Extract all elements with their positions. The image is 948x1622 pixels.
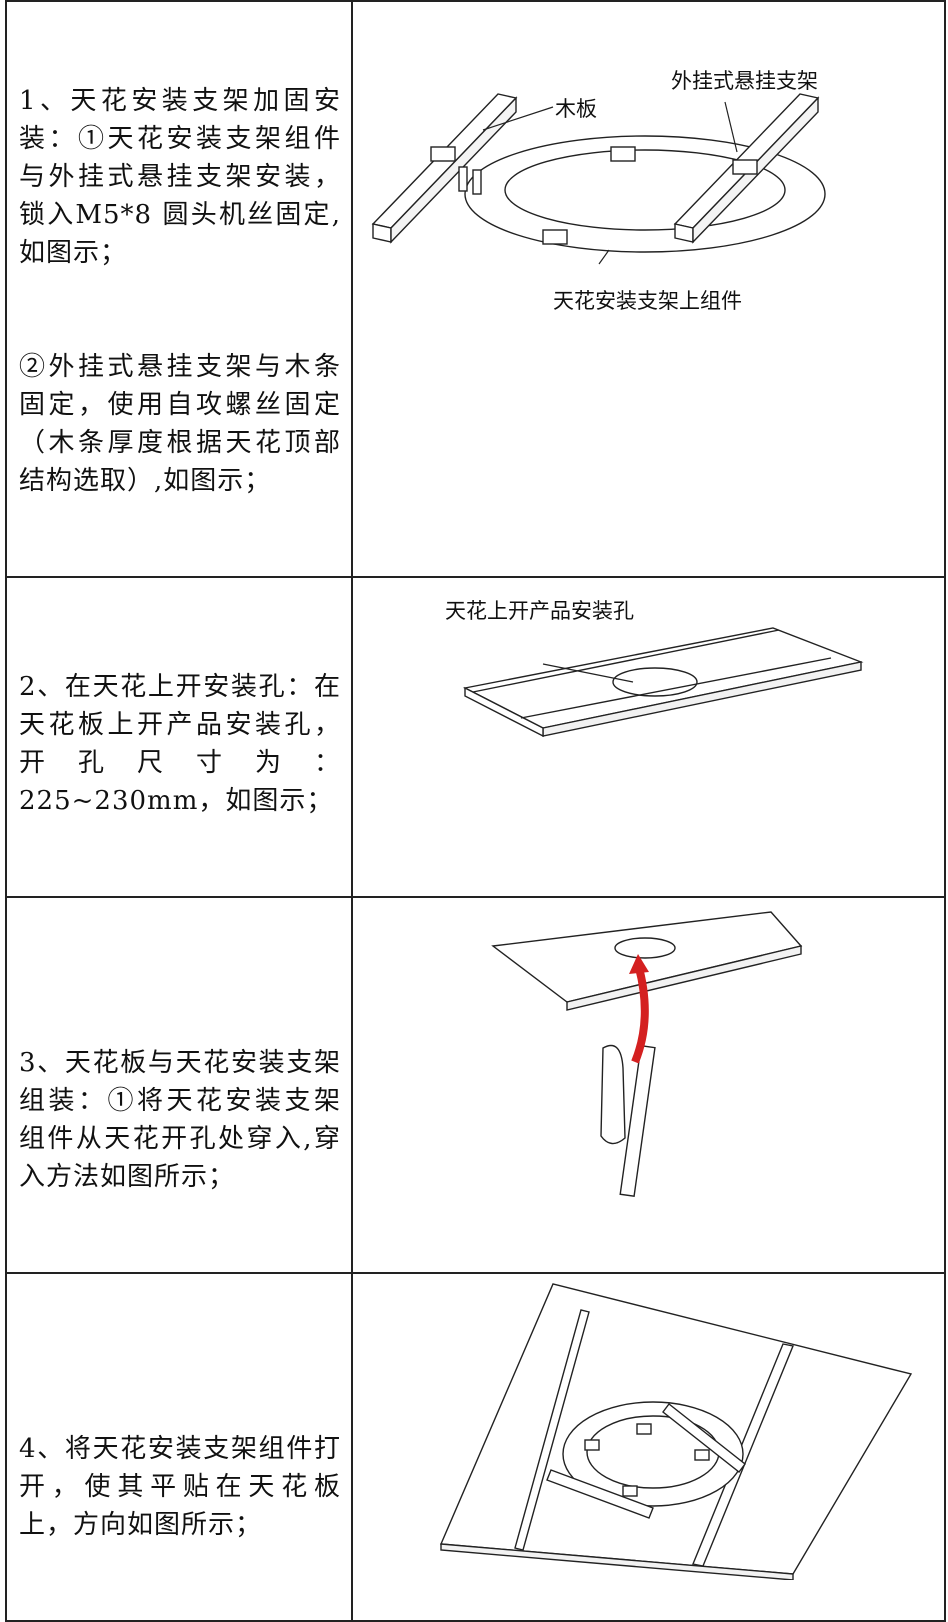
step-1-text-cell: 1、天花安装支架加固安装：①天花安装支架组件与外挂式悬挂支架安装，锁入M5*8 … bbox=[5, 0, 353, 578]
bracket-flat-figure bbox=[439, 1283, 913, 1580]
step-row-4: 4、将天花安装支架组件打开，使其平贴在天花板上，方向如图所示； bbox=[5, 1272, 946, 1622]
step-3-text: 3、天花板与天花安装支架组装：①将天花安装支架组件从天花开孔处穿入,穿入方法如图… bbox=[19, 1048, 341, 1192]
step-2-text-cell: 2、在天花上开安装孔：在天花板上开产品安装孔，开孔尺寸为：225~230mm，如… bbox=[5, 576, 353, 898]
step-2-figure-cell: 天花上开产品安装孔 bbox=[351, 576, 946, 898]
insert-arrow-head bbox=[629, 954, 649, 974]
step-row-1: 1、天花安装支架加固安装：①天花安装支架组件与外挂式悬挂支架安装，锁入M5*8 … bbox=[5, 0, 946, 578]
step-1-text-a: 1、天花安装支架加固安装：①天花安装支架组件与外挂式悬挂支架安装，锁入M5*8 … bbox=[19, 86, 341, 268]
bracket-bar bbox=[619, 1044, 656, 1198]
step-1-figure-cell: 木板 外挂式悬挂支架 天花安装支架上组件 bbox=[351, 0, 946, 578]
step-4-figure-cell bbox=[351, 1272, 946, 1622]
step-4-text-cell: 4、将天花安装支架组件打开，使其平贴在天花板上，方向如图所示； bbox=[5, 1272, 353, 1622]
bracket-half bbox=[600, 1044, 626, 1145]
insert-arrow bbox=[631, 962, 649, 1064]
step-1-text-b: ②外挂式悬挂支架与木条固定，使用自攻螺丝固定（木条厚度根据天花顶部结构选取）,如… bbox=[19, 352, 341, 496]
clamp-plate bbox=[430, 146, 456, 162]
label-hanging-bracket: 外挂式悬挂支架 bbox=[671, 69, 818, 93]
ceiling-hole-3 bbox=[614, 937, 676, 959]
step-row-3: 3、天花板与天花安装支架组装：①将天花安装支架组件从天花开孔处穿入,穿入方法如图… bbox=[5, 896, 946, 1274]
installation-steps-table: 1、天花安装支架加固安装：①天花安装支架组件与外挂式悬挂支架安装，锁入M5*8 … bbox=[5, 0, 946, 1622]
step-4-text: 4、将天花安装支架组件打开，使其平贴在天花板上，方向如图所示； bbox=[19, 1434, 341, 1540]
step-row-2: 2、在天花上开安装孔：在天花板上开产品安装孔，开孔尺寸为：225~230mm，如… bbox=[5, 576, 946, 898]
label-upper-assembly: 天花安装支架上组件 bbox=[553, 289, 742, 313]
label-wood-board: 木板 bbox=[555, 97, 597, 121]
label-install-hole: 天花上开产品安装孔 bbox=[445, 599, 634, 623]
insert-bracket-figure bbox=[491, 911, 803, 1198]
step-2-text: 2、在天花上开安装孔：在天花板上开产品安装孔，开孔尺寸为：225~230mm，如… bbox=[19, 672, 341, 816]
install-hole bbox=[612, 667, 698, 697]
step-3-text-cell: 3、天花板与天花安装支架组装：①将天花安装支架组件从天花开孔处穿入,穿入方法如图… bbox=[5, 896, 353, 1274]
step-3-figure-cell bbox=[351, 896, 946, 1274]
ceiling-hole-figure: 天花上开产品安装孔 bbox=[445, 599, 864, 738]
bracket-assembly-figure: 木板 外挂式悬挂支架 天花安装支架上组件 bbox=[371, 69, 826, 313]
